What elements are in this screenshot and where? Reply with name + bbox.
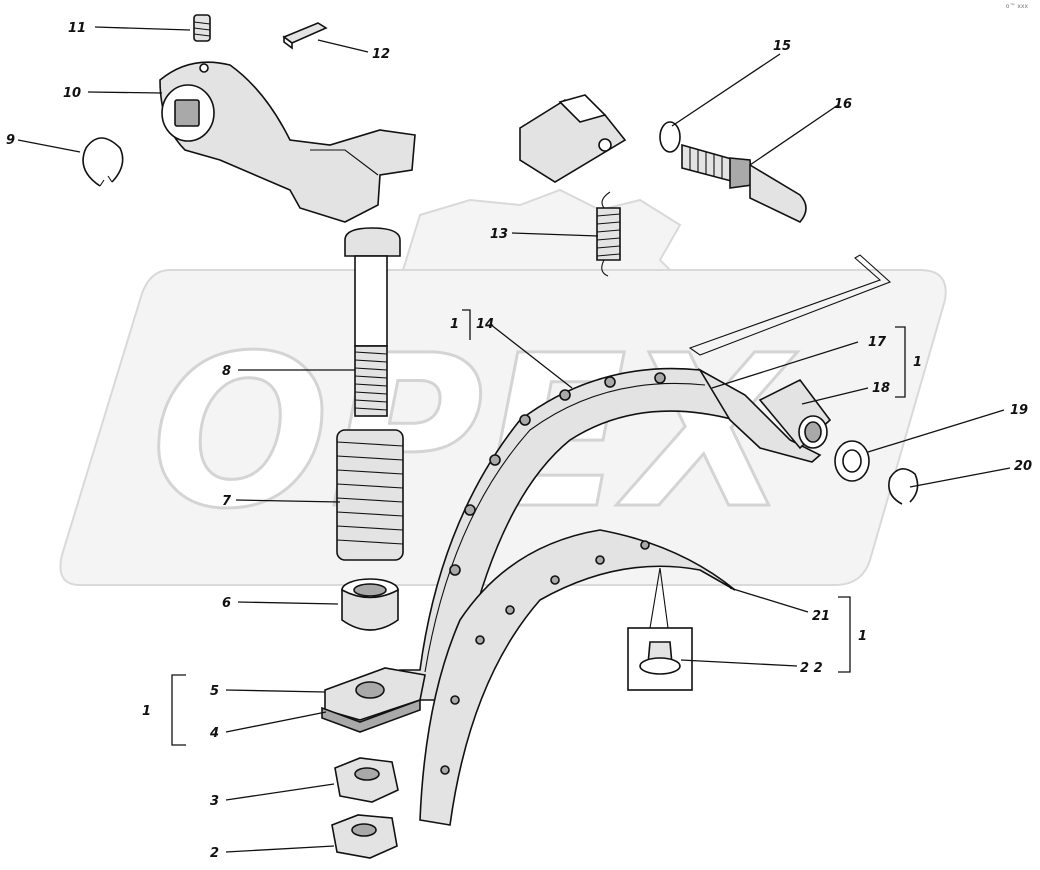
coil-spring-part-7 [336, 429, 404, 561]
group-label-top: 1 [450, 317, 459, 332]
callout-20: 20 [1014, 459, 1032, 474]
nut-part-2 [331, 814, 398, 859]
strap-wire [688, 254, 892, 356]
callout-11: 11 [68, 21, 86, 36]
callout-8: 8 [222, 364, 231, 379]
callout-5: 5 [210, 684, 219, 699]
callout-10: 10 [63, 86, 81, 101]
lever-part-10 [159, 61, 416, 223]
group-label-right-bottom: 1 [858, 629, 867, 644]
watermark-plate [59, 269, 947, 586]
callout-19: 19 [1010, 403, 1028, 418]
callout-labels: 11 12 10 9 15 16 13 8 7 6 5 4 3 2 14 17 … [6, 21, 1032, 861]
callout-3: 3 [210, 794, 219, 809]
group-label-left: 1 [142, 704, 151, 719]
callout-17: 17 [868, 335, 887, 350]
adjusting-bolt-part-16 [659, 121, 807, 223]
callout-4: 4 [209, 726, 219, 741]
callout-15: 15 [773, 39, 791, 54]
callout-12: 12 [372, 47, 390, 62]
corner-code: o™ xxx [1005, 3, 1028, 10]
callout-13: 13 [490, 227, 508, 242]
callout-21: 21 [812, 609, 830, 624]
callout-18: 18 [872, 381, 890, 396]
retaining-ring-part-9 [82, 137, 124, 187]
brake-band-main [399, 367, 822, 701]
set-screw-part-11 [193, 14, 211, 42]
bracket-part [519, 94, 627, 183]
callout-9: 9 [6, 133, 15, 148]
key-part-12 [282, 22, 328, 50]
nut-part-3 [334, 757, 399, 803]
callout-2: 2 [210, 846, 219, 861]
sleeve-part-18 [758, 378, 832, 450]
callout-16: 16 [834, 97, 852, 112]
callout-14: 14 [476, 317, 494, 332]
callout-7: 7 [222, 494, 232, 509]
leader-lines [17, 26, 1011, 853]
circlip-part-20 [888, 468, 919, 505]
callout-6: 6 [222, 596, 231, 611]
group-brackets [171, 309, 906, 746]
rivet-inset-part-22 [627, 567, 693, 691]
callout-22: 2 2 [800, 661, 823, 676]
bolt-part-8 [344, 227, 401, 417]
lining-band-part-21 [419, 529, 736, 826]
spring-part-13 [596, 191, 621, 277]
washer-part-19 [834, 440, 870, 482]
bushing-part-6 [341, 578, 399, 631]
group-label-right-top: 1 [913, 355, 922, 370]
plate-part-4 [321, 698, 421, 733]
